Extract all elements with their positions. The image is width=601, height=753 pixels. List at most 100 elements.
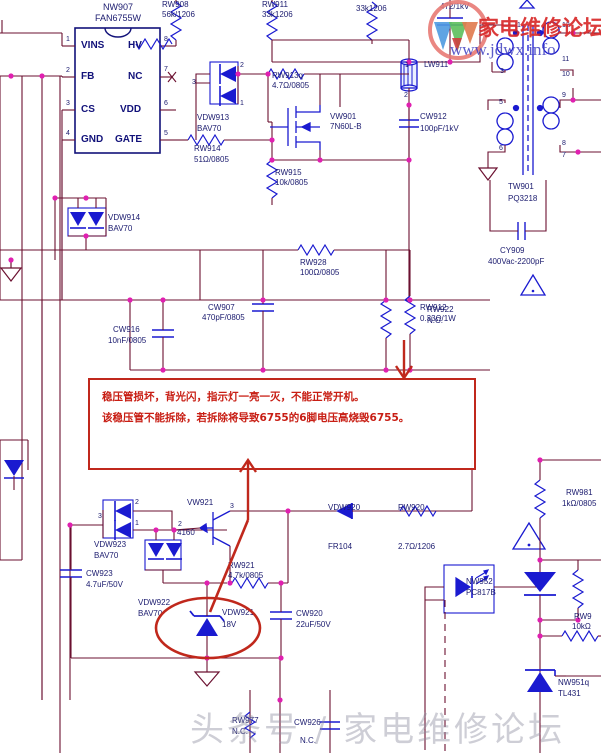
label-rw981-value: 1kΩ/0805 xyxy=(562,499,597,508)
ic-pin-num-5: 5 xyxy=(164,130,168,137)
label-rw928-ref: RW928 xyxy=(300,258,327,267)
label-rw981-ref: RW981 xyxy=(566,488,593,497)
symbol-cx901 xyxy=(437,17,463,26)
warning-triangle-top xyxy=(518,0,536,9)
watermark-top-url: www.jdwx.info xyxy=(450,40,556,59)
pin-num-tx-8: 8 xyxy=(562,140,566,147)
warning-triangle-mid xyxy=(519,273,547,296)
symbol-rw910 xyxy=(365,1,379,44)
label-cw920-ref: CW920 xyxy=(296,609,323,618)
junction-dots xyxy=(8,30,581,703)
label-rw914-ref: RW914 xyxy=(194,144,221,153)
label-vdw922-value: BAV70 xyxy=(138,609,163,618)
label-vdw913-value: BAV70 xyxy=(197,124,222,133)
symbol-cw926 xyxy=(320,721,340,730)
symbol-nw952-optocoupler xyxy=(443,564,495,614)
ic-pin-num-4: 4 xyxy=(66,130,70,137)
label-vdw914-ref: VDW914 xyxy=(108,213,141,222)
gnd-symbol-center xyxy=(193,671,221,687)
label-rw928-value: 100Ω/0805 xyxy=(300,268,340,277)
label-rw911-ref: RW911 xyxy=(262,0,288,9)
annotation-line-2: 该稳压管不能拆除，若拆除将导致6755的6脚电压高烧毁6755。 xyxy=(102,412,410,424)
ic-pin-num-1: 1 xyxy=(66,36,70,43)
pin-num-tx-10: 10 xyxy=(562,71,570,78)
ic-part: FAN6755W xyxy=(94,13,142,23)
label-rw913q-value: 4.7Ω/0805 xyxy=(272,81,310,90)
label-rw912-ref: RW912 xyxy=(420,303,447,312)
ic-pin-vdd-label: VDD xyxy=(120,104,142,115)
label-rw915-value: 10k/0805 xyxy=(275,178,308,187)
symbol-vw901-mosfet xyxy=(270,105,321,150)
label-cw912-value: 100pF/1kV xyxy=(420,124,459,133)
label-tw901-ref: TW901 xyxy=(508,182,534,191)
symbol-nw951q-tl431 xyxy=(525,669,566,692)
gnd-symbol-aux xyxy=(477,167,499,181)
label-rw910-value: 33k1206 xyxy=(356,4,387,13)
symbol-rw-10k xyxy=(561,630,599,642)
label-rw915-ref: RW915 xyxy=(275,168,302,177)
symbol-cw916 xyxy=(152,329,174,338)
symbol-rw912 xyxy=(403,295,417,335)
label-vdw920-value: FR104 xyxy=(328,542,353,551)
pin-num-vdw923-2: 2 xyxy=(135,499,139,506)
annotation-line-1: 稳压管损坏，背光闪，指示灯一亮一灭，不能正常开机。 xyxy=(102,391,365,403)
symbol-left-diode xyxy=(4,460,24,490)
label-vw921-ref: VW921 xyxy=(187,498,214,507)
label-rw912-value: 0.33Ω/1W xyxy=(420,314,456,323)
label-cw912-ref: CW912 xyxy=(420,112,447,121)
label-vw901-ref: VW901 xyxy=(330,112,357,121)
symbol-cw907 xyxy=(252,303,274,312)
label-cw926-value: N.C. xyxy=(300,736,316,745)
pin-num-vdw923-3: 3 xyxy=(98,513,102,520)
ic-pin-gate-label: GATE xyxy=(115,134,143,145)
ic-pin-num-8: 8 xyxy=(164,36,168,43)
pin-num-tx-3: 3 xyxy=(500,68,504,75)
ic-pin-cs-label: CS xyxy=(81,104,95,115)
label-rw913q-ref: RW913q xyxy=(272,71,303,80)
ic-pin-num-7: 7 xyxy=(164,66,168,73)
pin-num-tx-6: 6 xyxy=(499,145,503,152)
label-vdw921-value: 18V xyxy=(222,620,237,629)
label-rw920-value: 2.7Ω/1206 xyxy=(398,542,436,551)
label-cw916-value: 10nF/0805 xyxy=(108,336,147,345)
left-rails-bottom xyxy=(0,300,71,700)
symbol-cy909 xyxy=(517,222,526,240)
label-vw901-value: 7N60L-B xyxy=(330,122,362,131)
pin-num-tx-7: 7 xyxy=(562,152,566,159)
label-vdw913-ref: VDW913 xyxy=(197,113,230,122)
label-cw907-ref: CW907 xyxy=(208,303,235,312)
annotation-box: 稳压管损坏，背光闪，指示灯一亮一灭，不能正常开机。 该稳压管不能拆除，若拆除将导… xyxy=(88,378,476,470)
label-rw98x-value: 10kΩ xyxy=(572,622,591,631)
label-cw923-ref: CW923 xyxy=(86,569,113,578)
label-rw920-ref: RW920 xyxy=(398,503,425,512)
label-cw916-ref: CW916 xyxy=(113,325,140,334)
pin-num-lw911-1: 1 xyxy=(405,62,409,69)
label-rw922-ref: RW922 xyxy=(427,305,454,314)
wire-group-top-left xyxy=(0,20,62,753)
symbol-rw928 xyxy=(297,244,335,256)
label-vdw923-value: BAV70 xyxy=(94,551,119,560)
label-cy909-ref: CY909 xyxy=(500,246,525,255)
pin-num-vw921-3: 3 xyxy=(230,503,234,510)
label-rw922-value: N.C. xyxy=(427,316,443,325)
label-cw920-value: 22uF/50V xyxy=(296,620,331,629)
ic-pin-vins-label: VINS xyxy=(81,40,105,51)
pin-num-tx-11: 11 xyxy=(562,56,570,63)
pin-num-vdw923-1: 1 xyxy=(135,520,139,527)
symbol-rw977 xyxy=(243,711,257,739)
symbol-vdw923 xyxy=(102,499,134,540)
ic-pin-nc-label: NC xyxy=(128,71,143,82)
symbol-rw915 xyxy=(265,159,279,199)
ic-pin-hv-label: HV xyxy=(128,40,142,51)
pin-num-vdw913-2: 2 xyxy=(240,62,244,69)
watermark-bottom: 头条号 / 家电维修论坛 xyxy=(190,710,566,750)
label-cw923-value: 4.7uF/50V xyxy=(86,580,123,589)
label-lw911-ref: LW911 xyxy=(424,60,449,69)
label-cw907-value: 470pF/0805 xyxy=(202,313,245,322)
symbol-vdw922 xyxy=(144,539,182,571)
ic-outline xyxy=(74,27,161,154)
symbol-rw981 xyxy=(533,479,547,519)
label-rw921-ref: RW921 xyxy=(228,561,255,570)
symbol-rw908-body xyxy=(169,1,183,41)
